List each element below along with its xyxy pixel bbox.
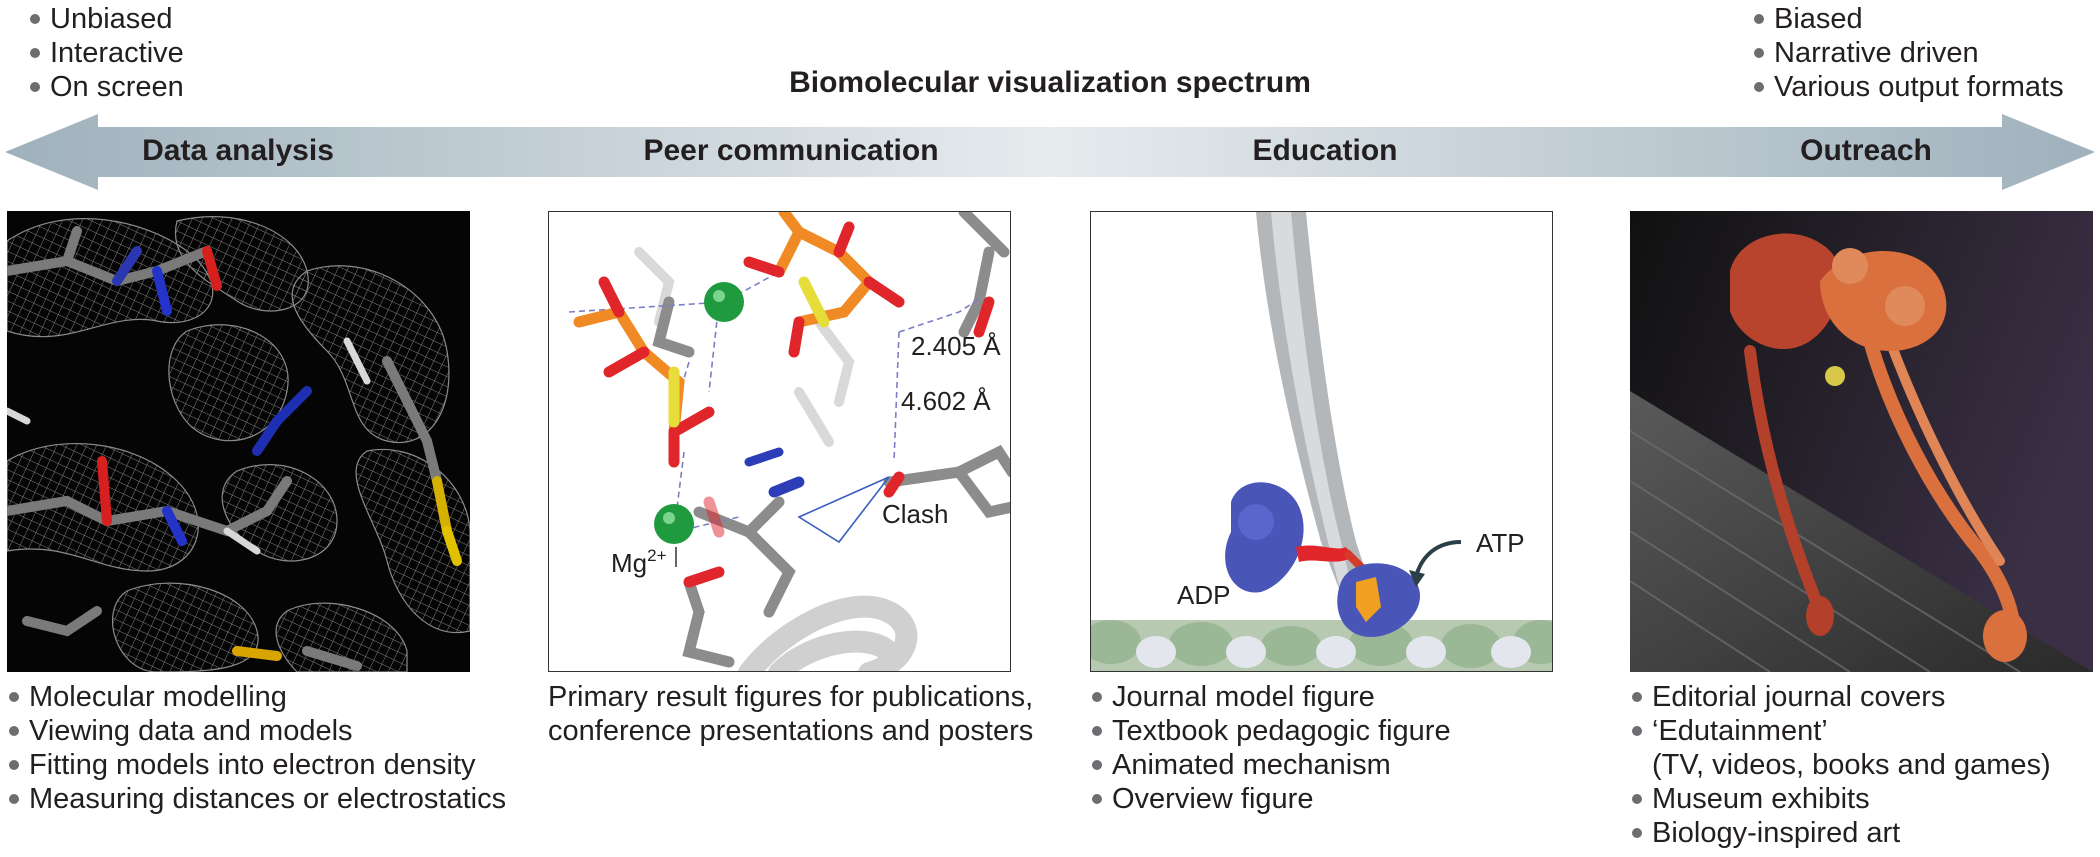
list-item: On screen <box>28 70 184 104</box>
stage-education: Education <box>1252 134 1398 167</box>
distance-label-2: 4.602 Å <box>901 386 991 416</box>
peer-communication-caption: Primary result figures for publications,… <box>548 680 1033 748</box>
stage-data-analysis: Data analysis <box>142 134 334 167</box>
data-analysis-caption: Molecular modelling Viewing data and mod… <box>7 680 506 816</box>
figure-title: Biomolecular visualization spectrum <box>789 66 1311 99</box>
biased-end-list: Biased Narrative driven Various output f… <box>1752 2 2064 104</box>
unbiased-end-list: Unbiased Interactive On screen <box>28 2 184 104</box>
list-item: Narrative driven <box>1752 36 2064 70</box>
electron-density-image <box>7 211 470 672</box>
list-item: Measuring distances or electrostatics <box>7 782 506 816</box>
outreach-caption: Editorial journal covers ‘Edutainment’ (… <box>1630 680 2051 850</box>
list-item: Interactive <box>28 36 184 70</box>
list-item: Various output formats <box>1752 70 2064 104</box>
list-item: Journal model figure <box>1090 680 1451 714</box>
caption-line: Primary result figures for publications, <box>548 681 1034 713</box>
spectrum-arrow <box>5 114 2095 190</box>
list-item: Textbook pedagogic figure <box>1090 714 1451 748</box>
list-item-detail: (TV, videos, books and games) <box>1652 749 2051 781</box>
caption-line: conference presentations and posters <box>548 715 1034 747</box>
list-item: Animated mechanism <box>1090 748 1451 782</box>
list-item: Museum exhibits <box>1630 782 2051 816</box>
list-item: Biased <box>1752 2 2064 36</box>
list-item: Overview figure <box>1090 782 1451 816</box>
clash-label: Clash <box>882 499 948 529</box>
molecular-motor-image: ATP ADP <box>1090 211 1553 672</box>
stage-outreach: Outreach <box>1800 134 1932 167</box>
atp-label: ATP <box>1476 528 1525 558</box>
education-caption: Journal model figure Textbook pedagogic … <box>1090 680 1451 816</box>
distance-label-1: 2.405 Å <box>911 331 1001 361</box>
list-item: Viewing data and models <box>7 714 506 748</box>
active-site-image: 2.405 Å 4.602 Å Clash Mg2+ <box>548 211 1011 672</box>
list-item: Editorial journal covers <box>1630 680 2051 714</box>
list-item: Biology-inspired art <box>1630 816 2051 850</box>
list-item: Molecular modelling <box>7 680 506 714</box>
list-item: Fitting models into electron density <box>7 748 506 782</box>
list-item: ‘Edutainment’ <box>1630 714 2051 748</box>
ion-label: Mg2+ <box>611 546 667 578</box>
adp-label: ADP <box>1177 580 1230 610</box>
list-item: Unbiased <box>28 2 184 36</box>
artistic-render-image <box>1630 211 2093 672</box>
stage-peer-communication: Peer communication <box>643 134 939 167</box>
